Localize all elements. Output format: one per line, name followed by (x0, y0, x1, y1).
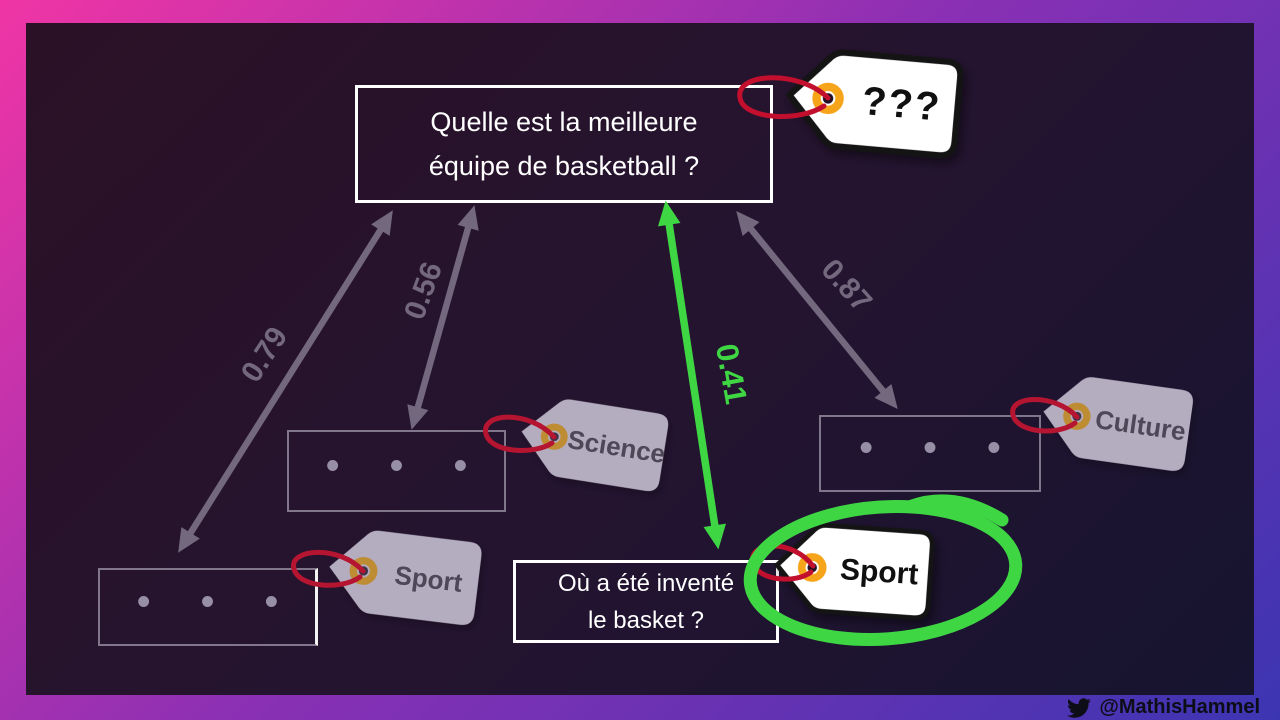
unknown-tag-label: ??? (860, 78, 944, 130)
main-question-line1: Quelle est la meilleure (430, 107, 698, 137)
main-question-box: Quelle est la meilleure équipe de basket… (355, 85, 773, 203)
author-credit: @MathisHammel (1067, 695, 1260, 720)
culture-tag-label: Culture (1093, 403, 1188, 446)
twitter-bird-icon (1067, 697, 1092, 718)
culture-tag-muted: Culture (1034, 362, 1201, 483)
science-tag-label: Science (565, 423, 668, 469)
price-tag-icon (786, 49, 964, 159)
answer-question-line2: le basket ? (587, 606, 705, 634)
sport-tag-muted: Sport (320, 516, 489, 636)
answer-question-line1: Où a été inventé (557, 569, 735, 597)
sport-muted-tag-label: Sport (393, 559, 465, 598)
unknown-tag: ??? (781, 37, 968, 167)
ellipsis-dots: • • • (859, 427, 1021, 469)
sport-tag-label: Sport (839, 552, 920, 591)
main-question-line2: équipe de basketball ? (428, 151, 700, 181)
ellipsis-dots: • • • (136, 580, 299, 623)
masked-question-box-culture: • • • (819, 415, 1041, 492)
answer-question-box: Où a été inventé le basket ? (513, 560, 779, 643)
masked-question-box-science: • • • (287, 430, 506, 512)
masked-question-box-sport: • • • (98, 568, 318, 646)
sport-tag-highlighted: Sport (771, 512, 940, 628)
twitter-handle: @MathisHammel (1099, 696, 1260, 718)
ellipsis-dots: • • • (325, 444, 488, 487)
